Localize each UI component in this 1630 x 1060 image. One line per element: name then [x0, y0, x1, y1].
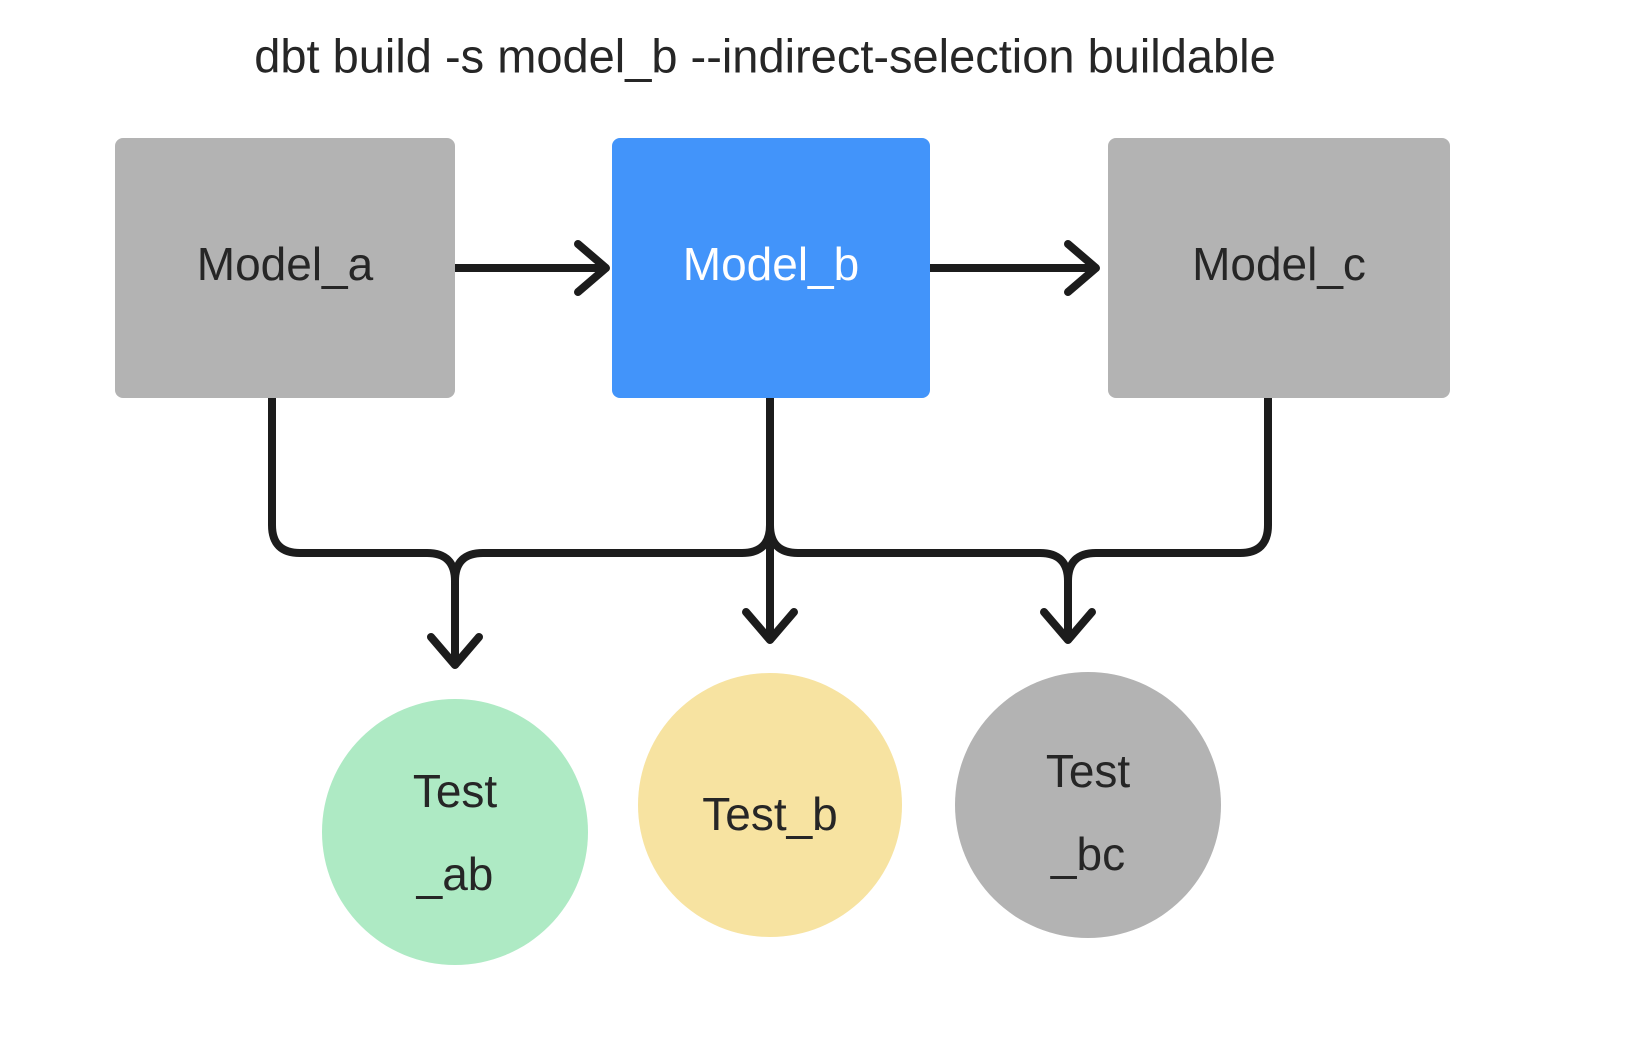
node-test-bc[interactable]: Test _bc: [955, 672, 1221, 938]
test-b-label-line-1: Test_b: [702, 788, 838, 840]
edge-model-b-to-model-c: [926, 240, 1100, 296]
node-test-ab[interactable]: Test _ab: [322, 699, 588, 965]
edge-model-a-to-model-b: [428, 240, 610, 296]
edge-model-c-to-test-bc: [1064, 394, 1272, 585]
model-b-label: Model_b: [683, 238, 859, 290]
node-model-c[interactable]: Model_c: [1108, 138, 1450, 398]
test-ab-label-line-2: _ab: [416, 848, 494, 900]
test-ab-label-line-1: Test: [413, 765, 498, 817]
node-model-b[interactable]: Model_b: [612, 138, 930, 398]
diagram-title: dbt build -s model_b --indirect-selectio…: [254, 29, 1276, 82]
model-c-shape[interactable]: [1108, 138, 1450, 398]
test-bc-shape[interactable]: [955, 672, 1221, 938]
model-c-label: Model_c: [1192, 238, 1366, 290]
test-ab-shape[interactable]: [322, 699, 588, 965]
edge-model-b-to-test-bc: [766, 394, 1096, 644]
test-bc-label-line-2: _bc: [1050, 828, 1125, 880]
model-a-shape[interactable]: [115, 138, 455, 398]
edge-model-b-to-test-ab: [451, 394, 774, 585]
model-a-label: Model_a: [197, 238, 374, 290]
edge-model-a-to-test-ab: [268, 394, 483, 669]
node-model-a[interactable]: Model_a: [115, 138, 455, 398]
test-b-shape[interactable]: [638, 673, 902, 937]
model-b-shape[interactable]: [612, 138, 930, 398]
test-bc-label-line-1: Test: [1046, 745, 1131, 797]
node-test-b[interactable]: Test_b: [638, 673, 902, 937]
